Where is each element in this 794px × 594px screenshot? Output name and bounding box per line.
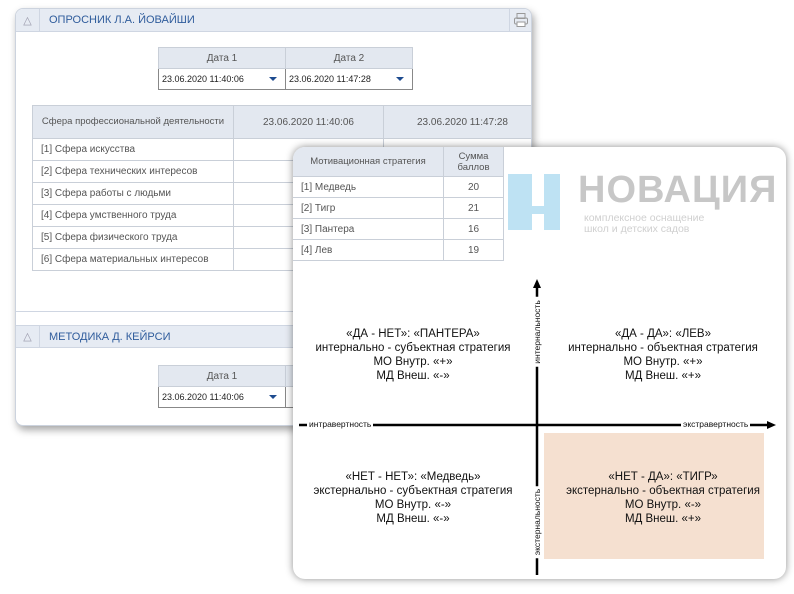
quadrant-title: «ДА - НЕТ»: «ПАНТЕРА» [346, 328, 480, 340]
arrow-up-icon [533, 279, 541, 288]
section-title: МЕТОДИКА Д. КЕЙРСИ [49, 330, 171, 343]
date1-select[interactable]: 23.06.2020 11:40:06 [158, 68, 286, 90]
highlighted-quadrant [544, 433, 764, 559]
quadrant-tiger: «НЕТ - ДА»: «ТИГР» экстернально - объектн… [547, 470, 779, 526]
quadrant-line: экстернально - субъектная стратегия [313, 485, 513, 497]
quadrant-line: МО Внутр. «+» [623, 356, 703, 368]
divider [16, 311, 531, 312]
score: 19 [443, 239, 504, 261]
date2-label: Дата 2 [285, 47, 413, 69]
quadrant-title: «ДА - ДА»: «ЛЕВ» [615, 328, 711, 340]
row-label: [2] Сфера технических интересов [32, 160, 234, 183]
quadrant-line: интернально - субъектная стратегия [315, 342, 511, 354]
quadrant-panther: «ДА - НЕТ»: «ПАНТЕРА» интернально - субъе… [297, 327, 529, 383]
axis-label-top: интернальность [532, 297, 542, 367]
section-title: ОПРОСНИК Л.А. ЙОВАЙШИ [49, 14, 195, 26]
date1-label: Дата 1 [158, 365, 286, 387]
dropdown-arrow-icon [269, 77, 277, 81]
axis-label-left: интравертность [307, 419, 374, 429]
quadrant-line: МД Внеш. «+» [624, 513, 702, 525]
quadrant-line: интернально - объектная стратегия [568, 342, 758, 354]
col-header: 23.06.2020 11:40:06 [233, 105, 384, 139]
row-label: [1] Сфера искусства [32, 138, 234, 161]
quadrant-line: экстернально - объектная стратегия [566, 485, 760, 497]
collapse-toggle-icon[interactable]: △ [16, 9, 40, 31]
date2-value: 23.06.2020 11:47:28 [289, 74, 371, 84]
date1-label: Дата 1 [158, 47, 286, 69]
strategy-name: [4] Лев [293, 239, 444, 261]
quadrant-line: МО Внутр. «-» [374, 499, 452, 511]
quadrant-line: МО Внутр. «+» [373, 356, 453, 368]
row-label: [6] Сфера материальных интересов [32, 248, 234, 271]
quadrant-line: МД Внеш. «+» [624, 370, 702, 382]
dropdown-arrow-icon [269, 395, 277, 399]
date1-value: 23.06.2020 11:40:06 [162, 392, 244, 402]
section-header-yovaishi: △ ОПРОСНИК Л.А. ЙОВАЙШИ [16, 9, 531, 32]
quadrant-line: МД Внеш. «-» [376, 370, 450, 382]
quadrant-line: МО Внутр. «-» [624, 499, 702, 511]
row-label: [4] Сфера умственного труда [32, 204, 234, 227]
print-button[interactable] [509, 9, 531, 31]
arrow-right-icon [767, 421, 776, 429]
quadrant-lion: «ДА - ДА»: «ЛЕВ» интернально - объектная … [547, 327, 779, 383]
col-header: Сфера профессиональной деятельности [32, 105, 234, 139]
quadrant-bear: «НЕТ - НЕТ»: «Медведь» экстернально - суб… [297, 470, 529, 526]
quadrant-title: «НЕТ - НЕТ»: «Медведь» [345, 471, 481, 483]
printer-icon [513, 13, 528, 27]
row-label: [3] Сфера работы с людьми [32, 182, 234, 205]
date1-value: 23.06.2020 11:40:06 [162, 74, 244, 84]
col-header: Сумма баллов [443, 147, 504, 177]
date2-select[interactable]: 23.06.2020 11:47:28 [285, 68, 413, 90]
dropdown-arrow-icon [396, 77, 404, 81]
axis-label-right: экстравертность [681, 419, 751, 429]
axis-label-bottom: экстернальность [532, 485, 542, 559]
row-label: [5] Сфера физического труда [32, 226, 234, 249]
collapse-toggle-icon[interactable]: △ [16, 326, 40, 347]
quadrant-title: «НЕТ - ДА»: «ТИГР» [608, 471, 718, 483]
quadrant-line: МД Внеш. «-» [376, 513, 450, 525]
date1-select[interactable]: 23.06.2020 11:40:06 [158, 386, 286, 408]
col-header: 23.06.2020 11:47:28 [383, 105, 531, 139]
